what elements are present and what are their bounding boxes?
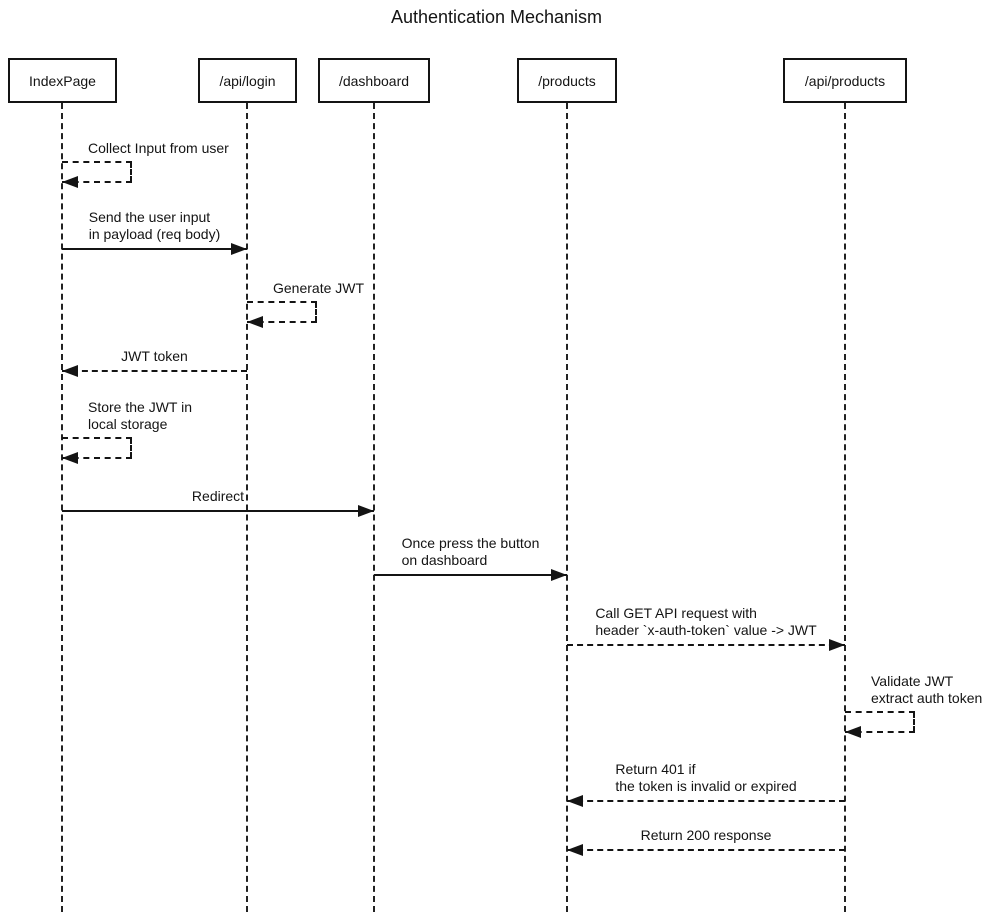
lifeline-api-login (246, 103, 248, 912)
message-text-line: JWT token (121, 348, 188, 364)
message-text: JWT token (119, 348, 190, 365)
message-line (567, 800, 845, 802)
self-message-side-line (315, 302, 317, 322)
arrowhead-icon (231, 243, 247, 255)
arrowhead-icon (567, 795, 583, 807)
self-message-bottom-line (845, 731, 915, 733)
message-line (62, 248, 247, 250)
self-message-top-line (62, 437, 132, 439)
message-line (374, 574, 567, 576)
message-text-line: header `x-auth-token` value -> JWT (595, 622, 817, 638)
message-text-line: Send the user input (88, 209, 211, 225)
arrowhead-icon (62, 176, 78, 188)
participant-label: /dashboard (338, 72, 410, 89)
message-line (567, 644, 845, 646)
message-label-0: Collect Input from user (86, 140, 231, 157)
arrowhead-icon (247, 316, 263, 328)
message-text-line: on dashboard (401, 552, 488, 568)
message-text-line: the token is invalid or expired (615, 778, 797, 794)
lifeline-products (566, 103, 568, 912)
arrowhead-icon (845, 726, 861, 738)
participant-dashboard: /dashboard (318, 58, 430, 103)
arrowhead-icon (358, 505, 374, 517)
arrowhead-icon (829, 639, 845, 651)
message-label-3: JWT token (62, 348, 247, 365)
arrowhead-icon (62, 365, 78, 377)
message-line (567, 849, 845, 851)
self-message-side-line (913, 712, 915, 732)
message-text-line: in payload (req body) (88, 226, 221, 242)
participant-label: /api/products (804, 72, 886, 89)
message-text-line: Return 401 if (615, 761, 696, 777)
message-text-line: Once press the button (401, 535, 540, 551)
message-label-2: Generate JWT (271, 280, 367, 297)
diagram-title: Authentication Mechanism (390, 7, 603, 27)
self-message-side-line (130, 438, 132, 458)
message-label-5: Redirect (62, 488, 374, 505)
lifeline-api-products (844, 103, 846, 912)
participant-products: /products (517, 58, 617, 103)
message-text-line: extract auth token (871, 690, 983, 706)
message-text-line: Call GET API request with (595, 605, 757, 621)
arrowhead-icon (62, 452, 78, 464)
self-message-bottom-line (247, 321, 317, 323)
arrowhead-icon (551, 569, 567, 581)
participant-indexpage: IndexPage (8, 58, 117, 103)
arrowhead-icon (567, 844, 583, 856)
self-message-bottom-line (62, 181, 132, 183)
self-message-side-line (130, 162, 132, 182)
message-line (62, 510, 374, 512)
lifeline-dashboard (373, 103, 375, 912)
message-label-10: Return 200 response (567, 827, 845, 844)
message-text-line: Validate JWT (871, 673, 954, 689)
message-text-line: Collect Input from user (88, 140, 229, 156)
participant-label: /products (538, 72, 596, 89)
participant-label: IndexPage (29, 72, 96, 89)
message-text: Return 200 response (638, 827, 774, 844)
message-text-line: Redirect (191, 488, 245, 504)
participant-api-login: /api/login (198, 58, 297, 103)
participant-label: /api/login (219, 72, 276, 89)
self-message-top-line (845, 711, 915, 713)
message-text-line: Store the JWT in (88, 399, 193, 415)
message-text: Collect Input from user (86, 140, 231, 157)
message-line (62, 370, 247, 372)
message-text-line: local storage (88, 416, 168, 432)
message-text-line: Return 200 response (640, 827, 772, 843)
self-message-top-line (247, 301, 317, 303)
message-text: Redirect (189, 488, 247, 505)
participant-api-products: /api/products (783, 58, 907, 103)
message-text-line: Generate JWT (273, 280, 365, 296)
message-text: Generate JWT (271, 280, 367, 297)
self-message-top-line (62, 161, 132, 163)
lifeline-indexpage (61, 103, 63, 912)
self-message-bottom-line (62, 457, 132, 459)
